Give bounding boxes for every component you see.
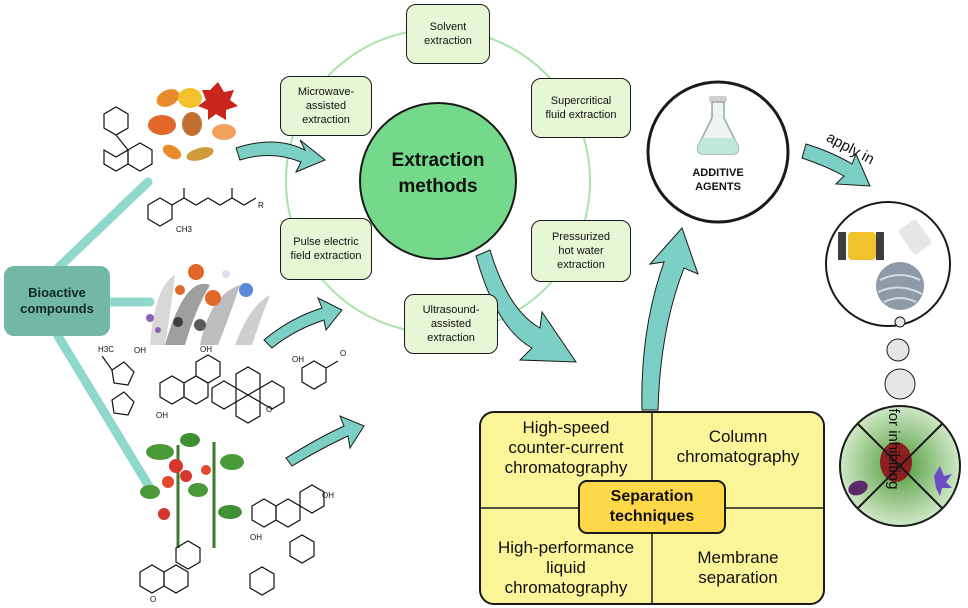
atom-label-oh-6: OH	[250, 533, 262, 542]
bioactive-compounds-box: Bioactive compounds	[4, 266, 110, 336]
flavylium-structure	[103, 106, 153, 172]
extraction-center-circle	[359, 102, 517, 260]
atom-label-o-2: O	[266, 405, 272, 414]
arrows	[235, 139, 871, 467]
extraction-methods-title: Extraction methods	[391, 150, 485, 197]
wildflowers-illustration	[146, 264, 270, 345]
arrow-plants-to-extraction	[285, 415, 365, 467]
method-ultrasound-assisted-extraction: Ultrasound- assisted extraction	[404, 294, 498, 354]
ellagic-acid-structure	[211, 366, 285, 424]
autumn-leaves-illustration	[148, 82, 238, 161]
flavone-structure	[159, 354, 221, 405]
method-pulse-electric-field-extraction: Pulse electric field extraction	[280, 218, 372, 280]
atom-label-o-1: O	[340, 349, 346, 358]
arrow-leaves-to-extraction	[235, 139, 326, 173]
gallic-acid-structure	[301, 360, 339, 390]
bubble-medium	[886, 338, 910, 362]
bubble-large	[884, 368, 916, 400]
separation-column-chromatography: Column chromatography	[676, 427, 800, 466]
atom-label-oh-4: OH	[292, 355, 304, 364]
method-supercritical-fluid-extraction: Supercritical fluid extraction	[531, 78, 631, 138]
rutin-structure	[249, 484, 325, 596]
inhibited-microbes-circle	[839, 405, 961, 527]
method-microwave-assisted-extraction: Microwave- assisted extraction	[280, 76, 372, 136]
atom-label-h3c: H3C	[98, 345, 114, 354]
atom-label-r: R	[258, 201, 264, 210]
atom-label-oh-5: OH	[322, 491, 334, 500]
lactone-structure	[101, 355, 135, 416]
for-inhibiting-label: for inhibiting	[885, 408, 902, 490]
bubble-small	[894, 316, 906, 328]
separation-hplc: High-performance liquid chromatography	[497, 538, 635, 597]
atom-label-oh-1: OH	[134, 346, 146, 355]
retinoid-structure	[147, 188, 257, 227]
atom-label-ch3: CH3	[176, 225, 193, 234]
arrow-additive-to-applications	[801, 143, 871, 187]
separation-hsccc: High-speed counter-current chromatograph…	[504, 418, 628, 477]
arrow-extraction-to-separation	[475, 249, 577, 363]
separation-techniques-title: Separation techniques	[578, 480, 726, 534]
bioactive-connectors	[53, 177, 155, 493]
yarn-spools-icon	[838, 219, 932, 310]
atom-label-o-3: O	[150, 595, 156, 604]
method-pressurized-hot-water-extraction: Pressurized hot water extraction	[531, 220, 631, 282]
atom-label-oh-3: OH	[156, 411, 168, 420]
flask-icon	[696, 96, 740, 155]
chromone-structure	[139, 540, 201, 594]
method-solvent-extraction: Solvent extraction	[406, 4, 490, 64]
additive-agents-label: ADDITIVE AGENTS	[692, 167, 744, 193]
atom-label-oh-2: OH	[200, 345, 212, 354]
arrow-separation-to-additive	[641, 227, 699, 411]
applications-circle	[825, 201, 951, 327]
separation-membrane: Membrane separation	[697, 548, 779, 587]
arrow-flowers-to-extraction	[263, 296, 343, 349]
tomato-plant-illustration	[140, 433, 244, 548]
